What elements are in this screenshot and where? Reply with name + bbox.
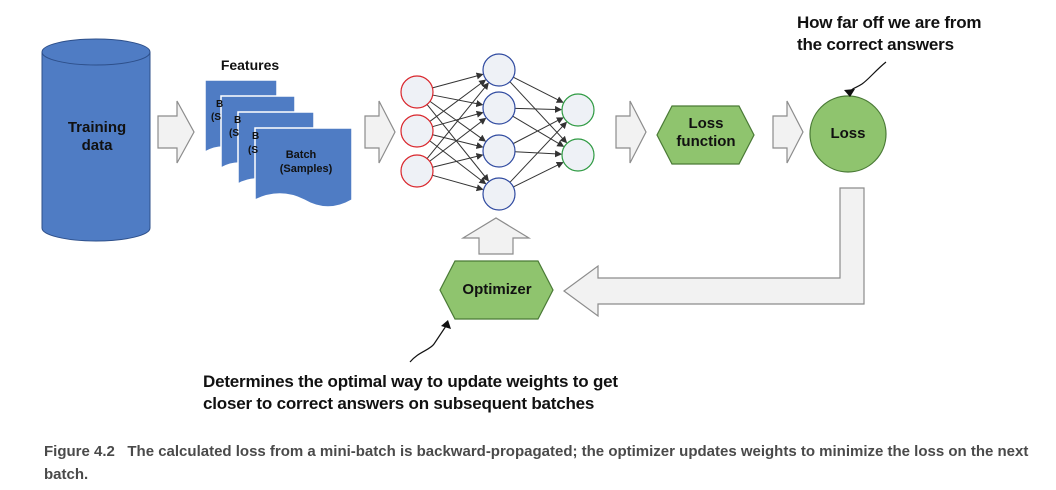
training-data-label: Training data [67,119,127,154]
caption-text: The calculated loss from a mini-batch is… [44,443,1029,484]
loss-function-hexagon [656,105,755,165]
stack-fragment-s2: (S [229,128,239,139]
optimizer-up-arrow [460,217,532,255]
input-neuron [400,75,434,109]
batch-document-stack [204,79,353,208]
optimizer-hexagon [439,260,554,320]
network-connection [432,153,484,168]
loss-callout-line [844,61,887,97]
feedback-arrow [562,187,865,318]
loss-function-label: Loss function [676,115,736,150]
network-connection [512,117,564,145]
network-connection [514,105,563,113]
flow-arrow-3 [615,100,647,164]
optimizer-callout-line [409,320,451,363]
output-neuron [561,138,595,172]
network-connection [426,82,489,159]
hidden-neuron [482,91,516,125]
features-label: Features [220,57,280,73]
loss-annotation: How far off we are from the correct answ… [797,13,982,55]
batch-label-line2: (Samples) [279,163,333,175]
stack-fragment-b3: B [252,131,260,142]
input-neuron [400,114,434,148]
network-connection [513,76,564,103]
network-connection [432,94,484,108]
input-neuron [400,154,434,188]
flow-arrow-2 [364,100,396,164]
stack-fragment-b2: B [234,115,242,126]
network-connections [426,72,568,192]
network-connection [509,121,568,183]
figure-number: Figure 4.2 [44,443,115,460]
stack-fragment-b1: B [216,99,224,110]
figure-caption: Figure 4.2 The calculated loss from a mi… [44,440,1034,487]
loss-circle [809,95,887,173]
flow-arrow-4 [772,100,804,164]
hidden-neuron [482,134,516,168]
flow-arrow-1 [157,100,195,164]
network-connection [432,134,484,149]
loss-label: Loss [830,125,866,142]
network-connection [432,110,484,128]
training-data-cylinder [41,38,151,242]
network-connection [426,104,489,182]
output-neuron [561,93,595,127]
network-connection [513,162,564,188]
network-connection [429,117,487,162]
hidden-neuron [482,53,516,87]
batch-label-line1: Batch [285,149,317,161]
stack-fragment-s1: (S [211,112,221,123]
hidden-neuron [482,177,516,211]
network-connection [509,81,568,144]
optimizer-label: Optimizer [462,281,532,298]
optimizer-annotation: Determines the optimal way to update wei… [203,372,618,414]
neural-network [400,53,595,211]
network-connection [432,174,484,192]
network-connection [432,72,484,89]
stack-fragment-s3: (S [248,145,258,156]
network-connection [429,140,487,185]
network-connection [429,79,487,122]
